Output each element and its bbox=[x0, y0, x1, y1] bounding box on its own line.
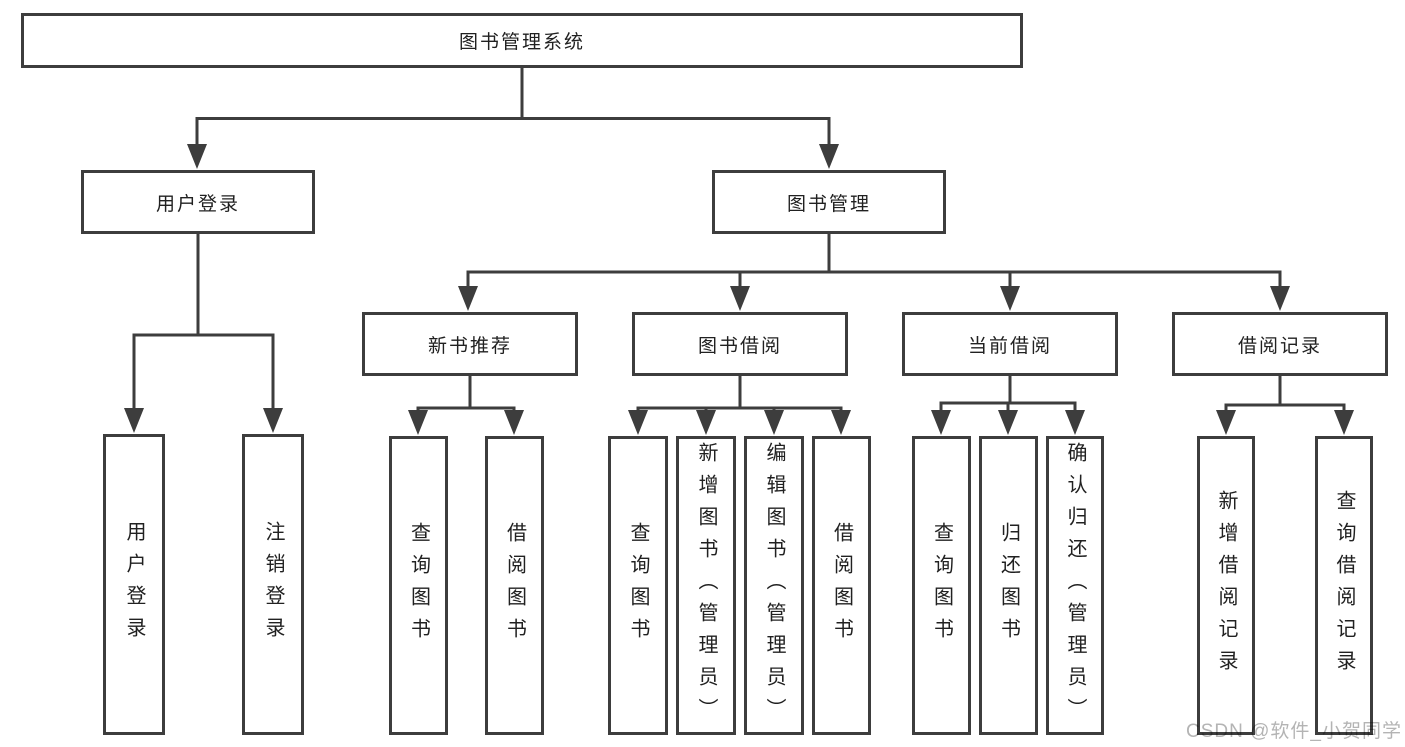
node-label: 编辑图书（管理员） bbox=[763, 441, 785, 730]
arrowhead-icon bbox=[458, 286, 478, 311]
arrowhead-icon bbox=[1270, 286, 1290, 311]
leaf-query-books-2: 查询图书 bbox=[608, 436, 668, 735]
root-connectors bbox=[187, 68, 839, 169]
arrowhead-icon bbox=[696, 410, 716, 435]
leaf-query-books-1: 查询图书 bbox=[389, 436, 448, 735]
leaf-confirm-return-admin: 确认归还（管理员） bbox=[1046, 436, 1104, 735]
arrowhead-icon bbox=[1000, 286, 1020, 311]
borrow-records-connectors bbox=[1216, 376, 1354, 435]
connector-line bbox=[466, 270, 1282, 288]
node-label: 图书借阅 bbox=[697, 335, 782, 357]
leaf-return-book: 归还图书 bbox=[979, 436, 1038, 735]
node-library-management-system: 图书管理系统 bbox=[21, 13, 1023, 68]
node-book-borrowing: 图书借阅 bbox=[632, 312, 848, 376]
arrowhead-icon bbox=[1334, 410, 1354, 435]
current-borrow-connectors bbox=[931, 376, 1085, 435]
leaf-add-borrow-record: 新增借阅记录 bbox=[1197, 436, 1255, 735]
node-label: 归还图书 bbox=[997, 521, 1020, 650]
arrowhead-icon bbox=[998, 410, 1018, 435]
arrowhead-icon bbox=[1216, 410, 1236, 435]
connector-line bbox=[636, 406, 843, 414]
node-label: 查询图书 bbox=[930, 521, 953, 650]
node-label: 注销登录 bbox=[262, 520, 284, 649]
node-label: 借阅记录 bbox=[1237, 335, 1322, 357]
node-label: 确认归还（管理员） bbox=[1064, 441, 1086, 730]
node-label: 借阅图书 bbox=[503, 521, 526, 650]
leaf-logout: 注销登录 bbox=[242, 434, 304, 735]
csdn-watermark: CSDN @软件_小贺同学 bbox=[1186, 721, 1402, 742]
arrowhead-icon bbox=[730, 286, 750, 311]
node-label: 图书管理系统 bbox=[458, 32, 585, 53]
new-book-connectors bbox=[408, 376, 524, 435]
arrowhead-icon bbox=[1065, 410, 1085, 435]
arrowhead-icon bbox=[819, 144, 839, 169]
connector-line bbox=[195, 117, 831, 147]
book-borrow-connectors bbox=[628, 376, 851, 435]
arrowhead-icon bbox=[931, 410, 951, 435]
node-label: 图书管理 bbox=[786, 193, 871, 215]
node-label: 查询借阅记录 bbox=[1333, 489, 1355, 682]
node-label: 新增借阅记录 bbox=[1215, 489, 1237, 682]
leaf-user-login: 用户登录 bbox=[103, 434, 165, 735]
node-user-login: 用户登录 bbox=[81, 170, 315, 234]
connector-line bbox=[1224, 403, 1346, 414]
node-label: 用户登录 bbox=[155, 193, 240, 215]
node-label: 用户登录 bbox=[123, 520, 145, 649]
node-label: 查询图书 bbox=[627, 521, 649, 650]
arrowhead-icon bbox=[124, 408, 144, 433]
node-current-borrowing: 当前借阅 bbox=[902, 312, 1118, 376]
leaf-borrow-books-2: 借阅图书 bbox=[812, 436, 871, 735]
arrowhead-icon bbox=[187, 144, 207, 169]
arrowhead-icon bbox=[408, 410, 428, 435]
arrowhead-icon bbox=[764, 410, 784, 435]
leaf-query-borrow-record: 查询借阅记录 bbox=[1315, 436, 1373, 735]
leaf-add-book-admin: 新增图书（管理员） bbox=[676, 436, 736, 735]
connector-line bbox=[416, 406, 516, 414]
node-label: 新书推荐 bbox=[427, 335, 512, 357]
arrowhead-icon bbox=[831, 410, 851, 435]
arrowhead-icon bbox=[504, 410, 524, 435]
node-borrowing-records: 借阅记录 bbox=[1172, 312, 1388, 376]
leaf-borrow-books-1: 借阅图书 bbox=[485, 436, 544, 735]
book-mgmt-connectors bbox=[458, 234, 1290, 311]
node-label: 查询图书 bbox=[407, 521, 430, 650]
node-label: 借阅图书 bbox=[830, 521, 853, 650]
connector-line bbox=[132, 333, 275, 411]
node-label: 当前借阅 bbox=[967, 335, 1052, 357]
node-label: 新增图书（管理员） bbox=[695, 441, 717, 730]
node-book-management: 图书管理 bbox=[712, 170, 946, 234]
arrowhead-icon bbox=[628, 410, 648, 435]
leaf-edit-book-admin: 编辑图书（管理员） bbox=[744, 436, 804, 735]
user-login-connectors bbox=[124, 234, 283, 433]
leaf-query-books-3: 查询图书 bbox=[912, 436, 971, 735]
node-new-book-recommendation: 新书推荐 bbox=[362, 312, 578, 376]
arrowhead-icon bbox=[263, 408, 283, 433]
